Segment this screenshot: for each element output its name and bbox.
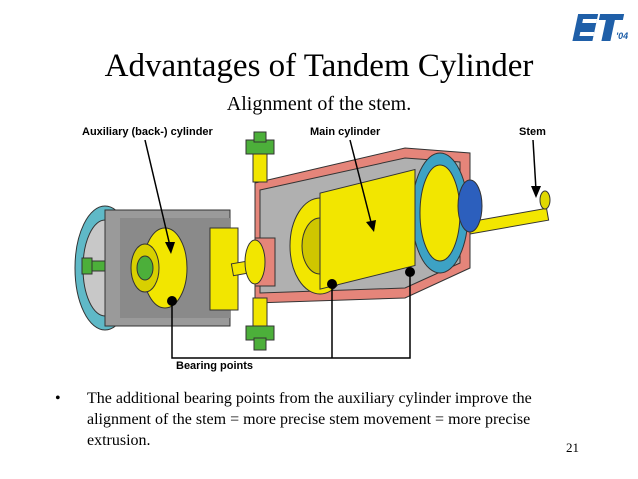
label-bearing-points: Bearing points — [176, 360, 254, 372]
oil-port-bottom — [245, 297, 275, 351]
main-cylinder-housing — [244, 147, 483, 304]
bullet-text: The additional bearing points from the a… — [87, 390, 532, 449]
slide-subtitle: Alignment of the stem. — [226, 93, 412, 115]
cylinder-cutaway-drawing — [74, 131, 551, 359]
et-04-logo: '04 — [572, 14, 628, 41]
oil-port-top — [245, 131, 275, 183]
leader-arrowheads — [165, 186, 541, 254]
page-number: 21 — [566, 440, 579, 455]
leader-lines — [144, 139, 537, 359]
logo-year: '04 — [616, 31, 628, 41]
slide-title: Advantages of Tandem Cylinder — [104, 48, 534, 84]
label-auxiliary-cylinder: Auxiliary (back-) cylinder — [82, 126, 213, 138]
tandem-cylinder-figure: Auxiliary (back-) cylinder Main cylinder… — [60, 118, 580, 376]
label-main-cylinder: Main cylinder — [310, 126, 381, 138]
auxiliary-cylinder-body — [104, 209, 239, 327]
label-stem: Stem — [519, 126, 546, 138]
bullet-symbol: • — [55, 390, 61, 407]
